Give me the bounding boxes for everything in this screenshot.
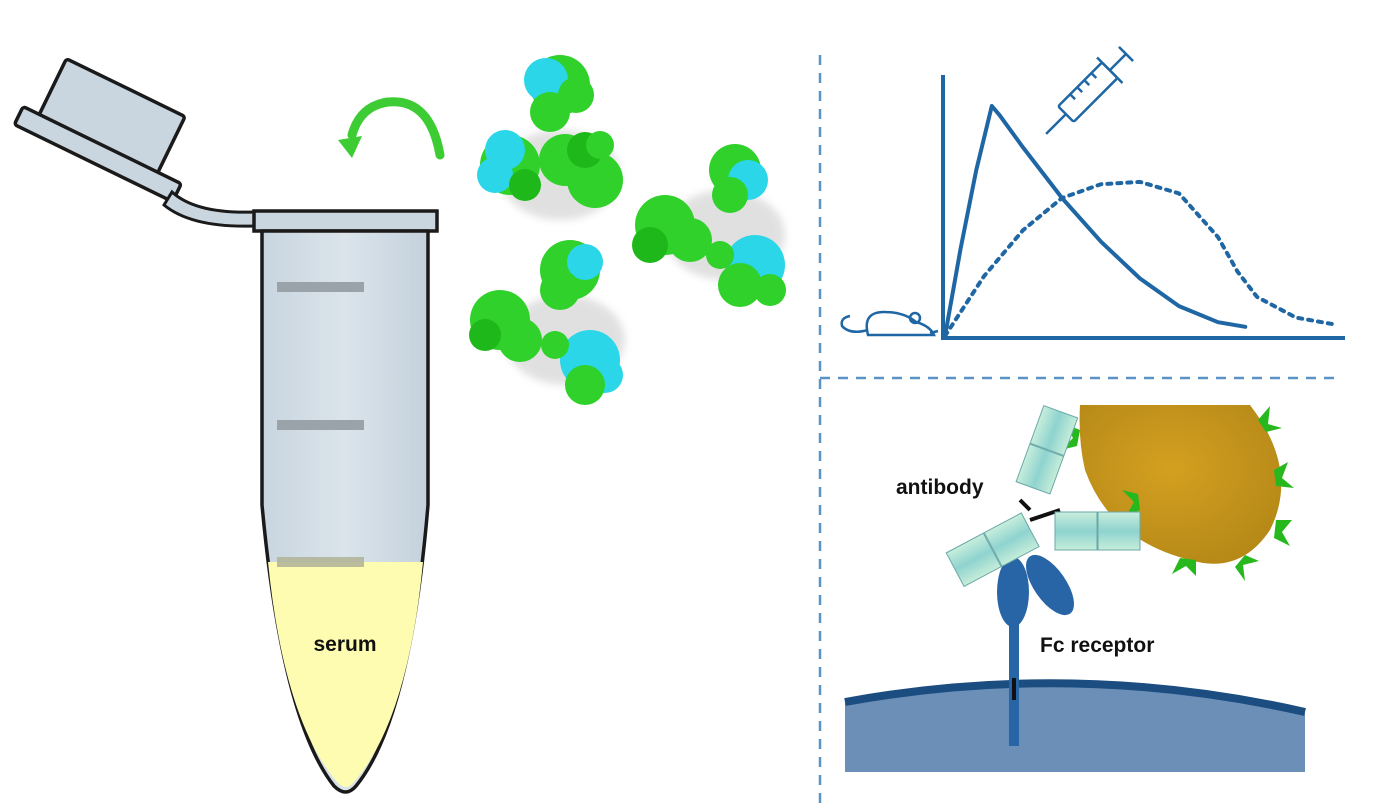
tube-hinge bbox=[162, 189, 256, 228]
antibody-structure bbox=[469, 240, 623, 405]
series-line-dotted bbox=[943, 179, 1337, 338]
graduation-mark bbox=[277, 282, 364, 292]
antibody-structures bbox=[469, 55, 786, 405]
pk-chart bbox=[840, 46, 1345, 340]
pathogen bbox=[1061, 405, 1294, 581]
serum-label: serum bbox=[313, 633, 376, 656]
antibody-label: antibody bbox=[896, 476, 984, 499]
cell-membrane bbox=[845, 683, 1305, 772]
microcentrifuge-tube: serum bbox=[13, 57, 439, 794]
antibody-schematic bbox=[945, 404, 1141, 588]
syringe-icon bbox=[1045, 46, 1134, 135]
curved-arrow-icon bbox=[338, 97, 445, 160]
fc-receptor bbox=[997, 554, 1074, 746]
fc-receptor-label: Fc receptor bbox=[1040, 634, 1154, 657]
antibody-structure bbox=[477, 55, 623, 208]
tube-rim bbox=[252, 209, 439, 233]
graduation-mark bbox=[277, 557, 364, 567]
antigen-spikes bbox=[1061, 406, 1294, 581]
graduation-mark bbox=[277, 420, 364, 430]
serum-liquid bbox=[268, 562, 423, 787]
tube-lid bbox=[13, 57, 186, 203]
series-line-solid bbox=[943, 104, 1248, 338]
chart-series bbox=[943, 104, 1337, 338]
fc-receptor-diagram: antibody Fc receptor bbox=[844, 404, 1306, 772]
mouse-icon bbox=[840, 310, 939, 337]
antibody-structure bbox=[632, 144, 786, 307]
